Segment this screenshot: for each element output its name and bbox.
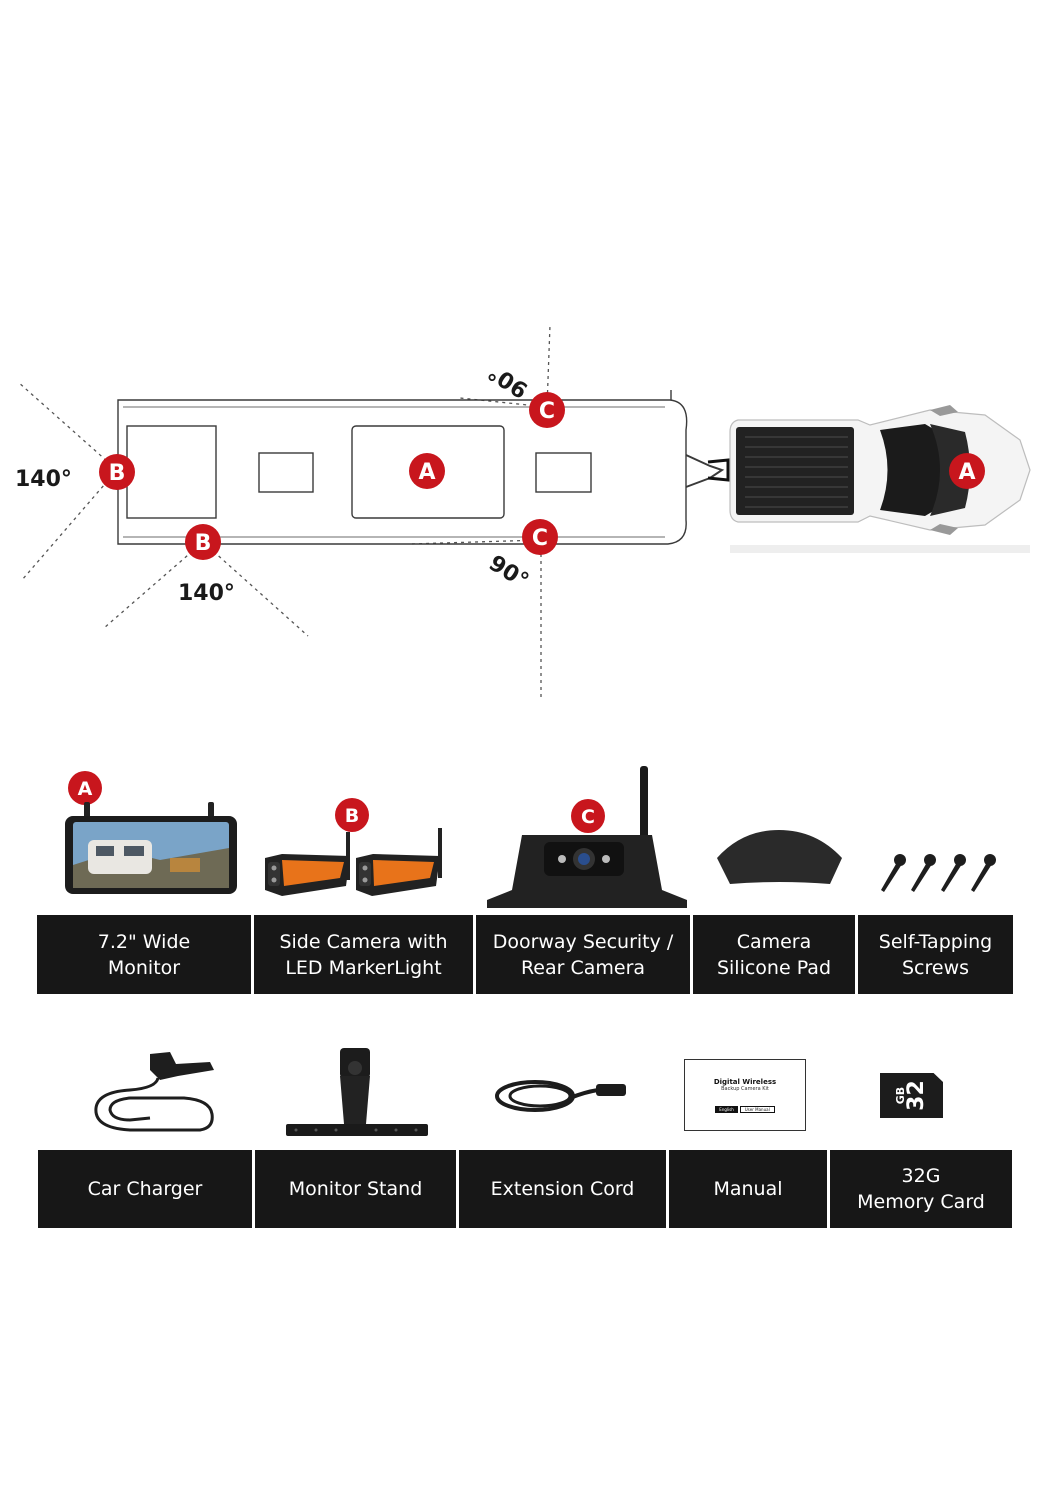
pickup-truck-illustration — [729, 405, 1031, 553]
badge-a-truck: A — [949, 453, 985, 489]
label-side-camera: Side Camera with LED MarkerLight — [254, 915, 473, 994]
manual-tag-language: English — [715, 1106, 738, 1113]
svg-text:B: B — [109, 461, 126, 486]
badge-c-top: C — [529, 392, 565, 428]
svg-text:C: C — [539, 399, 555, 424]
side-camera-badge — [335, 798, 369, 832]
label-monitor: 7.2" Wide Monitor — [37, 915, 251, 994]
badge-b-rear: B — [99, 454, 135, 490]
manual-tag-type: User Manual — [739, 1106, 775, 1113]
svg-text:A: A — [958, 460, 975, 485]
manual-subtitle: Backup Camera Kit — [721, 1086, 769, 1092]
side-camera-image: B — [265, 798, 442, 896]
view-angle-lines — [17, 324, 551, 700]
manual-image: Digital Wireless Backup Camera Kit Engli… — [684, 1059, 806, 1131]
svg-text:C: C — [581, 806, 595, 828]
svg-text:A: A — [418, 460, 435, 485]
angle-label-top: 90° — [484, 359, 533, 403]
svg-text:B: B — [195, 531, 212, 556]
trailer-outline — [117, 390, 730, 545]
angle-label-bottom: 90° — [484, 551, 533, 594]
label-silicone-pad: Camera Silicone Pad — [693, 915, 855, 994]
angle-label-side: 140° — [178, 581, 235, 606]
product-labels-row-2: Car Charger Monitor Stand Extension Cord… — [38, 1150, 1012, 1228]
memory-card-image: GB 32 — [880, 1073, 943, 1118]
installation-diagram: A A B B C C 140° 140° 90° 90° — [15, 324, 1031, 700]
badge-a-trailer: A — [409, 453, 445, 489]
label-extension-cord: Extension Cord — [459, 1150, 666, 1228]
car-charger-image — [94, 1052, 214, 1132]
monitor-stand-image — [286, 1048, 428, 1136]
label-screws: Self-Tapping Screws — [858, 915, 1013, 994]
rear-camera-badge — [571, 799, 605, 833]
monitor-badge — [68, 771, 102, 805]
rear-camera-image: C — [487, 766, 687, 908]
memory-card-capacity: 32 — [904, 1080, 929, 1111]
label-car-charger: Car Charger — [38, 1150, 252, 1228]
extension-cord-image — [495, 1080, 626, 1112]
badge-c-bottom: C — [522, 519, 558, 555]
label-manual: Manual — [669, 1150, 827, 1228]
silicone-pad-image — [717, 830, 842, 884]
svg-text:A: A — [78, 778, 93, 800]
svg-text:B: B — [345, 805, 359, 827]
label-memory-card: 32G Memory Card — [830, 1150, 1012, 1228]
svg-text:C: C — [532, 526, 548, 551]
manual-title: Digital Wireless — [713, 1078, 777, 1086]
screws-image — [881, 854, 996, 892]
badge-b-side: B — [185, 524, 221, 560]
angle-label-rear: 140° — [15, 467, 72, 492]
label-rear-camera: Doorway Security / Rear Camera — [476, 915, 690, 994]
product-labels-row-1: 7.2" Wide Monitor Side Camera with LED M… — [37, 915, 1013, 994]
monitor-image: A — [65, 771, 237, 894]
label-monitor-stand: Monitor Stand — [255, 1150, 456, 1228]
